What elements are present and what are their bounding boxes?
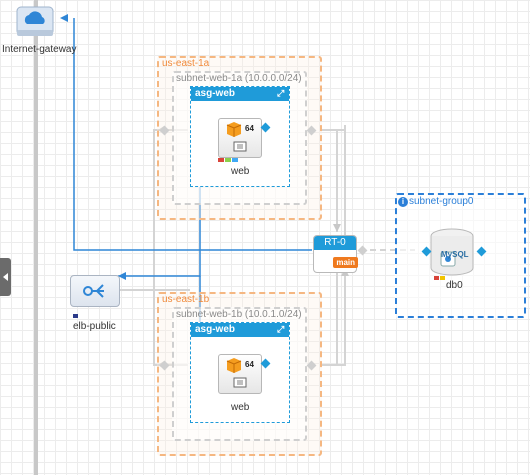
status-bar-red xyxy=(218,158,224,162)
asg-label: asg-web xyxy=(195,324,236,335)
gateway-arrow-icon xyxy=(60,14,68,22)
status-bar-yellow xyxy=(440,276,445,280)
elb-label: elb-public xyxy=(73,321,116,332)
status-bar-red xyxy=(434,276,439,280)
route-table-label: RT-0 xyxy=(314,236,356,250)
subnet-label: subnet-web-1b (10.0.1.0/24) xyxy=(176,309,302,320)
gateway-label: Internet-gateway xyxy=(2,44,77,55)
status-bar-blue xyxy=(232,158,238,162)
elb-node[interactable] xyxy=(70,275,120,307)
instance-card-1b[interactable] xyxy=(218,354,262,394)
info-icon[interactable]: i xyxy=(398,197,408,207)
expand-icon[interactable]: ⤢ xyxy=(277,88,285,98)
subnet-group-label: subnet-group0 xyxy=(409,196,474,207)
rt-in-arrow-icon xyxy=(333,224,341,232)
left-divider xyxy=(34,0,38,475)
instance-card-1a[interactable] xyxy=(218,118,262,158)
status-bar-navy xyxy=(73,314,78,318)
load-balancer-icon xyxy=(83,284,104,298)
instance-label: web xyxy=(231,402,250,413)
instance-count: 64 xyxy=(245,124,254,133)
db-label: db0 xyxy=(446,280,463,291)
db-engine-label: MySQL xyxy=(441,250,469,259)
instance-label: web xyxy=(231,166,250,177)
sidebar-toggle-button[interactable] xyxy=(0,258,11,296)
ec2-instance-icon xyxy=(226,122,247,152)
expand-icon[interactable]: ⤢ xyxy=(277,324,285,334)
main-badge: main xyxy=(333,257,358,268)
database-icon[interactable] xyxy=(429,228,475,276)
asg-label: asg-web xyxy=(195,88,236,99)
instance-count: 64 xyxy=(245,360,254,369)
az-label: us-east-1b xyxy=(162,294,210,305)
az-label: us-east-1a xyxy=(162,58,210,69)
cloud-gateway-icon[interactable] xyxy=(16,6,54,38)
ec2-instance-icon xyxy=(226,358,247,388)
subnet-label: subnet-web-1a (10.0.0.0/24) xyxy=(176,73,302,84)
route-table[interactable]: RT-0 main xyxy=(313,235,358,273)
elb-arrow-icon xyxy=(118,272,126,280)
status-bar-green xyxy=(225,158,231,162)
